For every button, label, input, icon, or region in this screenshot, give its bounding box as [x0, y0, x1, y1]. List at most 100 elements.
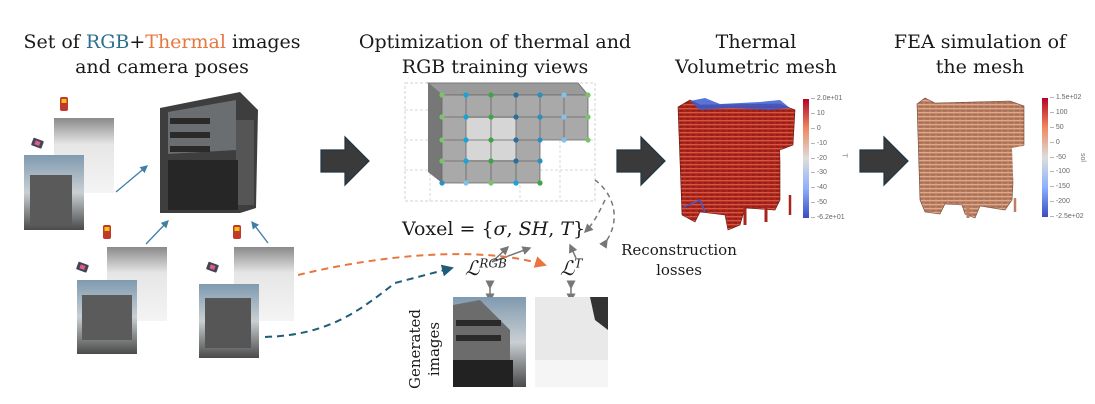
title-fea-line1: FEA simulation of: [893, 31, 1067, 53]
voxel-node: [537, 158, 543, 164]
reconstructed-building-photo: [160, 92, 258, 213]
title-inputs-prefix: Set of: [23, 31, 86, 53]
voxel-node: [439, 137, 445, 143]
voxel-node: [513, 158, 519, 164]
input-pair-3: [199, 225, 294, 358]
voxel-node: [439, 180, 445, 186]
voxel-node: [585, 92, 591, 98]
generated-images-label: Generated images: [406, 294, 444, 404]
title-inputs-plus: +: [129, 31, 146, 53]
fea-colorbar-axis-label: sol: [1078, 153, 1086, 162]
rgb-path-arrow: [264, 264, 454, 338]
title-optimization-line2: RGB training views: [401, 56, 589, 78]
title-inputs-suffix: images: [225, 31, 301, 53]
thermal-colorbar-tick: – -20: [811, 154, 827, 162]
voxel-node: [513, 137, 519, 143]
input-pair-2: [76, 225, 167, 354]
title-inputs: Set of RGB+Thermal images and camera pos…: [12, 30, 312, 80]
loss-t-base: ℒ: [560, 256, 575, 280]
thermal-colorbar-tick: – 0: [811, 124, 821, 132]
voxel-sep1: ,: [506, 218, 519, 240]
voxel-t: T: [560, 218, 573, 240]
voxel-node: [488, 180, 494, 186]
fea-colorbar-tick: – -150: [1050, 183, 1070, 191]
title-optimization-line1: Optimization of thermal and: [358, 31, 632, 53]
title-thermal-mesh: Thermal Volumetric mesh: [670, 30, 842, 80]
voxel-node: [561, 114, 567, 120]
thermal-camera-icon: [103, 225, 111, 239]
voxel-node: [488, 137, 494, 143]
title-thermal-mesh-line1: Thermal: [715, 31, 797, 53]
loss-rgb: ℒRGB: [465, 256, 507, 280]
recon-arrow-to-voxel: [594, 179, 615, 249]
loss-t-to-t-arrow: [569, 243, 578, 259]
generated-line2: images: [425, 321, 443, 377]
reconstruction-line2: losses: [656, 261, 702, 279]
fea-colorbar: [1042, 98, 1048, 217]
loss-rgb-base: ℒ: [465, 256, 480, 280]
voxel-node: [513, 180, 519, 186]
block-arrow-right-icon: [859, 135, 909, 187]
title-fea: FEA simulation of the mesh: [880, 30, 1080, 80]
voxel-prefix: Voxel = {: [402, 218, 494, 240]
title-fea-line2: the mesh: [935, 56, 1025, 78]
building-in-image-1: [30, 175, 72, 225]
thermal-colorbar-axis-label: T: [840, 153, 848, 158]
grid-to-voxel-arrow: [583, 199, 606, 234]
thermal-colorbar-tick: – -6.2e+01: [811, 214, 845, 221]
fea-colorbar-tick: – 100: [1050, 108, 1068, 116]
pose-arrow-2: [145, 220, 169, 245]
title-inputs-line2: and camera poses: [75, 56, 249, 78]
voxel-node: [537, 180, 543, 186]
voxel-suffix: }: [573, 218, 586, 240]
generated-rgb-image: [453, 297, 526, 387]
voxel-node: [439, 158, 445, 164]
voxel-node: [463, 114, 469, 120]
loss-rgb-sup: RGB: [479, 256, 507, 271]
loss-rgb-to-sigma-arrow: [491, 245, 510, 263]
voxel-sh: SH: [518, 218, 549, 240]
voxel-node: [537, 114, 543, 120]
loss-t-sup: T: [574, 256, 583, 271]
loss-thermal: ℒT: [560, 256, 582, 280]
pose-arrow-1: [115, 165, 148, 193]
voxel-node: [585, 114, 591, 120]
fea-colorbar-tick: – -2.5e+02: [1050, 213, 1084, 220]
title-thermal-mesh-line2: Volumetric mesh: [675, 56, 837, 78]
block-arrow-right-icon: [616, 135, 666, 187]
voxel-node: [463, 180, 469, 186]
thermal-colorbar-tick: – 2.0e+01: [811, 95, 843, 102]
voxel-node: [439, 114, 445, 120]
voxel-node: [488, 158, 494, 164]
voxel-node: [463, 137, 469, 143]
voxel-node: [513, 114, 519, 120]
voxel-node: [561, 137, 567, 143]
loss-rgb-to-sh-arrow: [491, 246, 532, 263]
voxel-sep2: ,: [548, 218, 561, 240]
thermal-colorbar-tick: – -30: [811, 169, 827, 177]
voxel-node: [561, 92, 567, 98]
fea-colorbar-tick: – 50: [1050, 123, 1064, 131]
rgb-camera-icon: [76, 261, 89, 273]
voxel-node: [488, 92, 494, 98]
fea-colorbar-tick: – 0: [1050, 138, 1060, 146]
fea-colorbar-tick: – -100: [1050, 168, 1070, 176]
thermal-colorbar-tick: – 10: [811, 109, 825, 117]
thermal-camera-icon: [60, 97, 68, 111]
voxel-node: [537, 137, 543, 143]
generated-thermal-image: [535, 297, 608, 387]
voxel-node: [463, 158, 469, 164]
fea-simulation-mesh: [916, 97, 1025, 219]
title-inputs-thermal: Thermal: [145, 31, 226, 53]
thermal-colorbar-tick: – -40: [811, 184, 827, 192]
voxel-grid: [404, 82, 596, 202]
reconstruction-losses-label: Reconstruction losses: [614, 240, 744, 280]
voxel-node: [537, 92, 543, 98]
voxel-formula: Voxel = {σ, SH, T}: [402, 218, 585, 240]
fea-colorbar-tick: – 1.5e+02: [1050, 94, 1082, 101]
fea-colorbar-tick: – -200: [1050, 198, 1070, 206]
thermal-volumetric-mesh: [677, 98, 796, 231]
block-arrow-right-icon: [320, 135, 370, 187]
rgb-camera-icon: [206, 261, 219, 273]
